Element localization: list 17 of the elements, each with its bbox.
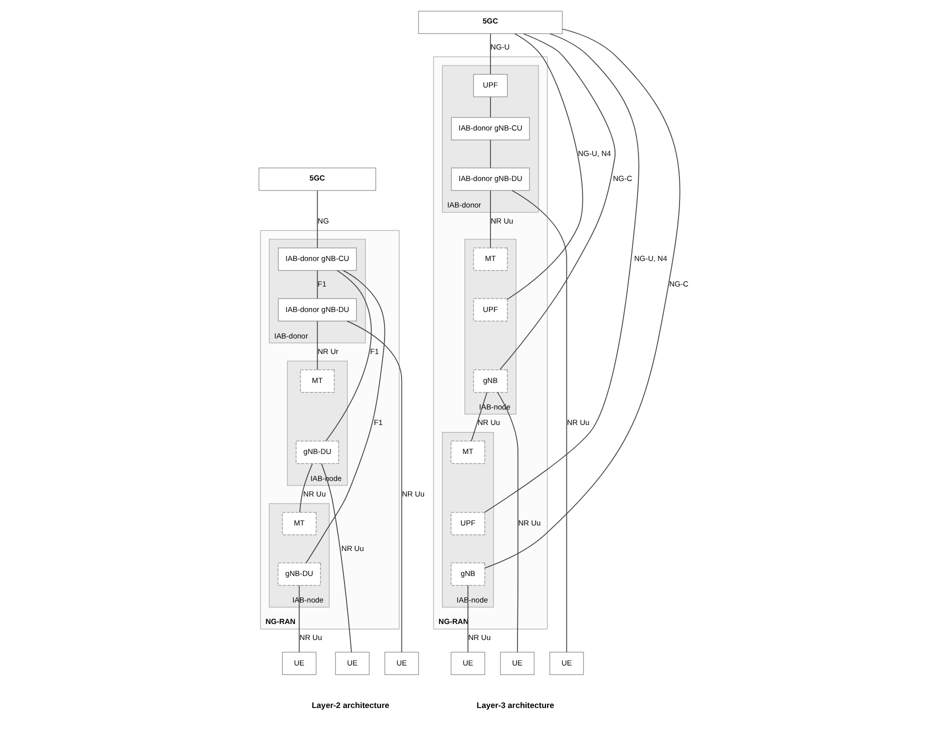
connector bbox=[484, 33, 639, 513]
connector bbox=[506, 33, 583, 300]
connector bbox=[316, 190, 318, 248]
connector bbox=[305, 270, 385, 564]
connector bbox=[324, 270, 371, 442]
connector bbox=[511, 190, 567, 652]
connector bbox=[346, 320, 402, 652]
connector bbox=[467, 584, 468, 653]
connector bbox=[298, 463, 312, 513]
connector bbox=[320, 463, 352, 653]
connector bbox=[496, 392, 518, 652]
connector bbox=[484, 28, 680, 568]
connector bbox=[298, 584, 300, 653]
connector bbox=[316, 270, 318, 299]
connector bbox=[470, 392, 487, 442]
connector bbox=[316, 320, 318, 370]
connector bbox=[499, 33, 615, 370]
